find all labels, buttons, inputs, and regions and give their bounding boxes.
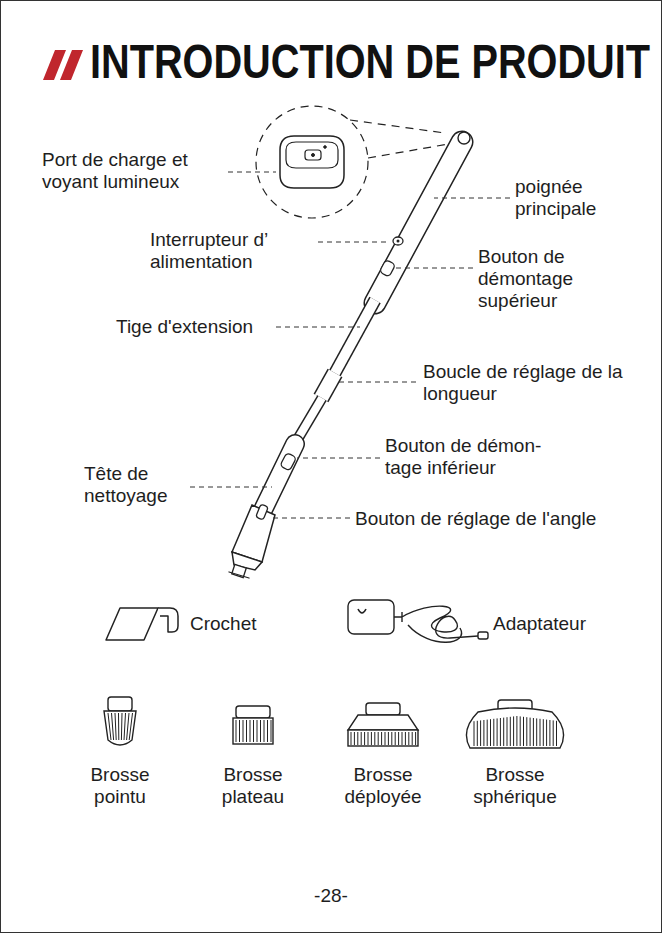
- bristle-stroke: [490, 719, 491, 746]
- bristle-stroke: [503, 718, 504, 746]
- bristle-stroke: [385, 732, 386, 745]
- bristle-stroke: [364, 732, 365, 745]
- bristle-stroke: [536, 718, 537, 746]
- bristle-stroke: [118, 713, 119, 740]
- bristle-stroke: [477, 721, 478, 746]
- part-label: Bouton de réglage de l'angle: [355, 508, 596, 530]
- bristle-stroke: [260, 720, 261, 742]
- bristle-stroke: [507, 717, 508, 746]
- adapter-icon: [348, 600, 488, 642]
- part-label: Tige d'extension: [116, 316, 253, 338]
- bristle-stroke: [398, 732, 399, 745]
- bristle-stroke: [405, 732, 406, 745]
- bristle-stroke: [253, 720, 254, 742]
- bristle-stroke: [257, 720, 258, 742]
- bristle-stroke: [497, 718, 498, 746]
- bristle-stroke: [556, 721, 557, 746]
- bristle-stroke: [127, 713, 129, 740]
- bristle-stroke: [408, 732, 409, 745]
- bristle-stroke: [553, 720, 554, 746]
- part-label: Bouton de démontage supérieur: [478, 246, 598, 312]
- bristle-stroke: [371, 732, 372, 745]
- brush-label: Brosse pointu: [70, 764, 170, 808]
- bristle-stroke: [368, 732, 369, 745]
- part-label: poignée principale: [515, 176, 630, 220]
- bristle-stroke: [357, 732, 358, 745]
- page-title: INTRODUCTION DE PRODUIT: [90, 34, 650, 90]
- part-label: Interrupteur d’ alimentation: [150, 229, 320, 273]
- page-number: -28-: [301, 885, 361, 907]
- bristle-stroke: [540, 719, 541, 746]
- bristle-stroke: [395, 732, 396, 745]
- bristle-stroke: [108, 713, 111, 740]
- bristle-stroke: [474, 721, 475, 746]
- bristle-stroke: [510, 717, 511, 746]
- bristle-stroke: [354, 732, 355, 745]
- part-label: Tête de nettoyage: [84, 463, 196, 507]
- bristle-stroke: [500, 718, 501, 746]
- bristle-stroke: [381, 732, 382, 745]
- bristle-stroke: [271, 720, 272, 742]
- bristle-stroke: [533, 718, 534, 746]
- bristle-stroke: [124, 713, 126, 740]
- part-label: Boucle de réglage de la longueur: [423, 361, 633, 405]
- bristle-stroke: [250, 720, 251, 742]
- bristle-stroke: [516, 716, 517, 746]
- bristle-stroke: [267, 720, 268, 742]
- bristle-stroke: [361, 732, 362, 745]
- bristle-stroke: [493, 719, 494, 746]
- part-label: Port de charge et voyant lumineux: [42, 149, 222, 193]
- bristle-stroke: [520, 716, 521, 746]
- hook-icon: [106, 608, 178, 640]
- brush-label: Brosse sphérique: [465, 764, 565, 808]
- bristle-stroke: [391, 732, 392, 745]
- bristle-stroke: [112, 713, 114, 740]
- bristle-stroke: [129, 713, 132, 740]
- bristle-stroke: [513, 716, 514, 746]
- accessory-label: Adaptateur: [493, 613, 586, 635]
- title-slashes: [43, 50, 83, 80]
- bristle-stroke: [374, 732, 375, 745]
- bristle-stroke: [121, 713, 123, 740]
- bristle-stroke: [543, 719, 544, 746]
- brush-label: Brosse plateau: [203, 764, 303, 808]
- bristle-stroke: [549, 720, 550, 746]
- bristle-stroke: [526, 717, 527, 746]
- bristle-stroke: [115, 713, 116, 740]
- brush-label: Brosse déployée: [333, 764, 433, 808]
- bristle-stroke: [523, 717, 524, 746]
- bristle-stroke: [415, 732, 416, 745]
- bristle-stroke: [483, 720, 484, 746]
- part-label: Bouton de démon-tage inférieur: [385, 435, 557, 479]
- brush-heads: [104, 697, 564, 748]
- bristle-stroke: [264, 720, 265, 742]
- bristle-stroke: [480, 720, 481, 746]
- bristle-stroke: [351, 732, 352, 745]
- bristle-stroke: [412, 732, 413, 745]
- bristle-stroke: [530, 718, 531, 746]
- bristle-stroke: [243, 720, 244, 742]
- bristle-stroke: [246, 720, 247, 742]
- bristle-stroke: [388, 732, 389, 745]
- bristle-stroke: [546, 720, 547, 746]
- bristle-stroke: [487, 720, 488, 746]
- bristle-stroke: [236, 720, 237, 742]
- brush-bristles: [108, 713, 557, 746]
- bristle-stroke: [402, 732, 403, 745]
- bristle-stroke: [378, 732, 379, 745]
- accessory-label: Crochet: [190, 613, 257, 635]
- bristle-stroke: [239, 720, 240, 742]
